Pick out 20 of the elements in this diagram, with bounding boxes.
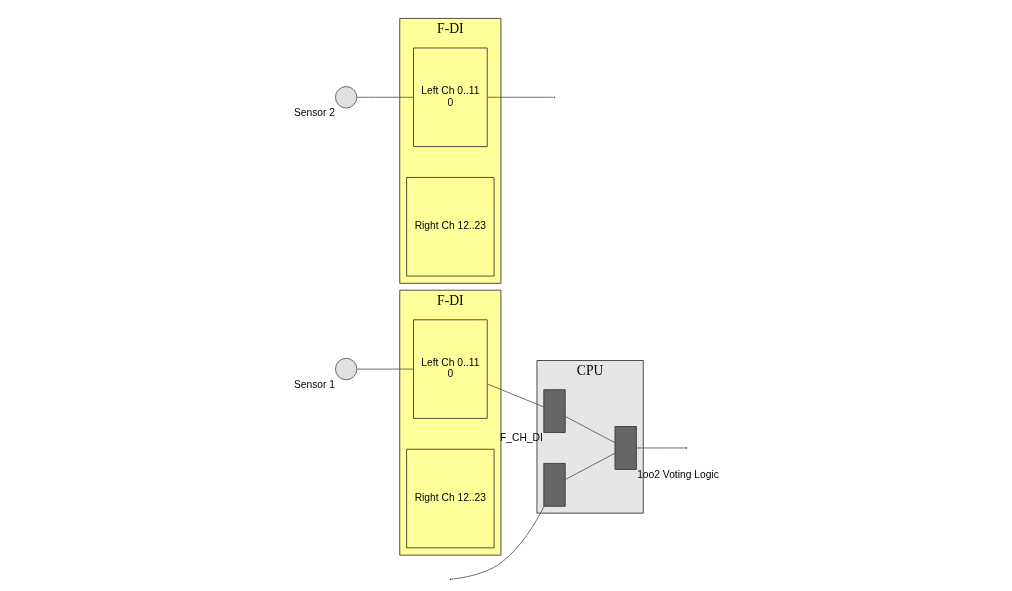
connector (635, 447, 686, 449)
connector (450, 505, 544, 580)
connector (564, 452, 615, 480)
connector (356, 96, 414, 98)
node-bar (542, 389, 566, 433)
connector (564, 415, 615, 444)
connector (356, 368, 414, 370)
node-box: Left Ch 0..11 0 (412, 319, 488, 419)
connector (486, 96, 554, 98)
node-circle (334, 357, 357, 381)
node-label: Sensor 1 (293, 379, 335, 391)
node-box: Left Ch 0..11 0 (412, 47, 488, 147)
node-bar (542, 462, 566, 507)
node-box: Right Ch 12..23 (405, 177, 494, 277)
node-circle (334, 86, 357, 109)
node-label: 1oo2 Voting Logic (636, 468, 719, 480)
node-label: Sensor 2 (293, 107, 335, 119)
node-box: Right Ch 12..23 (405, 448, 494, 549)
node-bar (614, 426, 637, 470)
connector (486, 383, 544, 408)
